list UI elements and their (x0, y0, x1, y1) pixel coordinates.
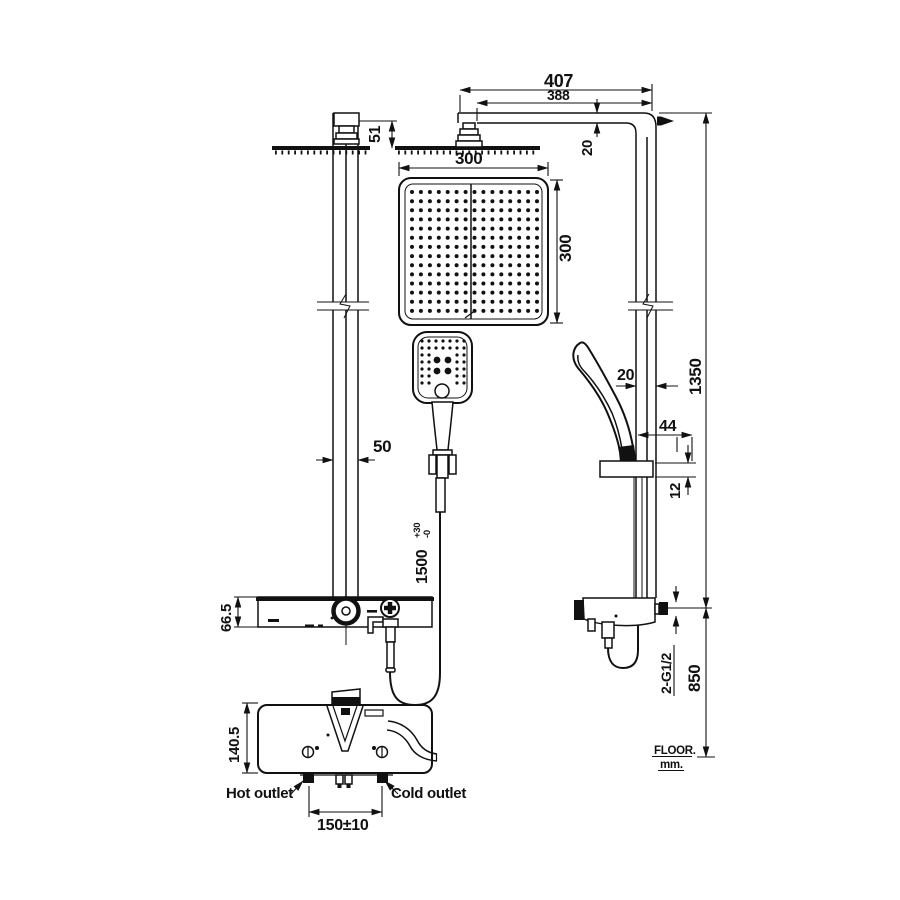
shower-pole (332, 113, 359, 597)
mode-button (434, 383, 450, 399)
floor-label: FLOOR. mm. (652, 745, 715, 772)
spout-outer (326, 705, 364, 752)
spray-face-inner (404, 183, 543, 320)
mixer-panel-front (256, 596, 434, 673)
svg-text:850: 850 (685, 665, 704, 692)
svg-text:50: 50 (373, 437, 391, 456)
dim-head-drop: 51 (359, 120, 397, 149)
pole-break-mark (317, 293, 369, 319)
spout-mark (341, 708, 350, 715)
hose-side (633, 477, 643, 598)
temperature-dial-center (341, 606, 351, 616)
nozzle-grid (410, 190, 539, 313)
dim-body-height: 140.5 (226, 702, 258, 774)
svg-text:388: 388 (547, 87, 570, 103)
center-ports (335, 774, 353, 788)
svg-text:-0: -0 (422, 530, 433, 538)
hand-shower-front (412, 331, 473, 513)
hose-outlet-connector (382, 618, 399, 673)
dim-hose-length: 1500 +30 -0 (412, 523, 433, 584)
svg-text:407: 407 (544, 71, 573, 91)
head-mount-side (455, 122, 483, 148)
svg-text:1350: 1350 (686, 358, 705, 395)
svg-text:300: 300 (556, 235, 575, 262)
dim-arm-height: 20 (579, 99, 601, 156)
hand-shower-side (572, 341, 637, 464)
dim-inlet-thread: 2-G1/2 (658, 586, 680, 696)
cold-outlet-port (377, 774, 388, 783)
svg-text:44: 44 (659, 418, 677, 435)
hose-bottom (386, 720, 438, 762)
wall-supply-thread (659, 602, 668, 615)
svg-text:66.5: 66.5 (218, 604, 235, 632)
svg-text:2-G1/2: 2-G1/2 (658, 652, 674, 694)
display-window (364, 709, 384, 717)
cold-outlet-label: Cold outlet (384, 780, 467, 802)
hose-connector-nut (428, 449, 457, 513)
dim-holder-offset: 44 (637, 418, 693, 461)
hot-outlet-label: Hot outlet (226, 780, 304, 802)
dim-head-depth: 300 (550, 179, 575, 324)
dim-panel-height: 66.5 (218, 596, 258, 632)
spray-face-plate (398, 177, 549, 326)
head-face-view: 300 300 (395, 122, 575, 326)
side-view: 407 388 20 20 (457, 71, 715, 772)
fixing-screws (301, 733, 389, 759)
hand-center-jets (433, 356, 452, 375)
hot-outlet-port (303, 774, 314, 783)
svg-text:Cold outlet: Cold outlet (391, 785, 466, 802)
svg-text:+30: +30 (412, 523, 423, 538)
diverter-knob (380, 598, 400, 618)
dim-pole-width: 50 (316, 437, 392, 464)
svg-text:mm.: mm. (660, 759, 683, 771)
svg-text:FLOOR.: FLOOR. (654, 745, 696, 757)
dim-head-width: 300 (398, 149, 549, 176)
dim-total-height: 1350 (659, 112, 712, 609)
svg-text:300: 300 (455, 149, 482, 168)
hose-loop-side (607, 625, 639, 670)
svg-text:20: 20 (579, 140, 596, 156)
svg-text:12: 12 (667, 483, 684, 499)
front-view: 51 50 (218, 112, 473, 707)
spout-inner (332, 705, 358, 743)
svg-text:150±10: 150±10 (317, 817, 369, 834)
svg-text:1500: 1500 (414, 549, 431, 584)
dim-overall-width: 407 (459, 71, 653, 112)
hand-nozzle-grid (420, 339, 466, 385)
hand-shower-handle (431, 401, 454, 451)
dim-arm-length: 388 (476, 87, 653, 121)
wall-supply (654, 603, 660, 615)
dim-holder-height: 12 (655, 445, 696, 499)
pipe-break-mark (628, 293, 673, 319)
hand-shower-holder (599, 460, 654, 478)
panel-markings (268, 610, 377, 627)
svg-text:20: 20 (617, 367, 635, 384)
svg-text:Hot outlet: Hot outlet (226, 785, 293, 802)
dim-pipe-width: 20 (616, 367, 678, 390)
svg-text:140.5: 140.5 (226, 727, 243, 763)
svg-text:51: 51 (367, 125, 384, 143)
dim-outlet-spacing: 150±10 (308, 786, 383, 834)
wall-screw (657, 116, 674, 126)
head-mount-front (333, 112, 360, 145)
mixer-side (574, 597, 668, 670)
bottom-view: 140.5 Hot outlet Cold outlet 150±10 (226, 688, 467, 834)
shower-arm-pipe (457, 112, 657, 598)
dim-mixer-height: 850 (685, 607, 710, 758)
